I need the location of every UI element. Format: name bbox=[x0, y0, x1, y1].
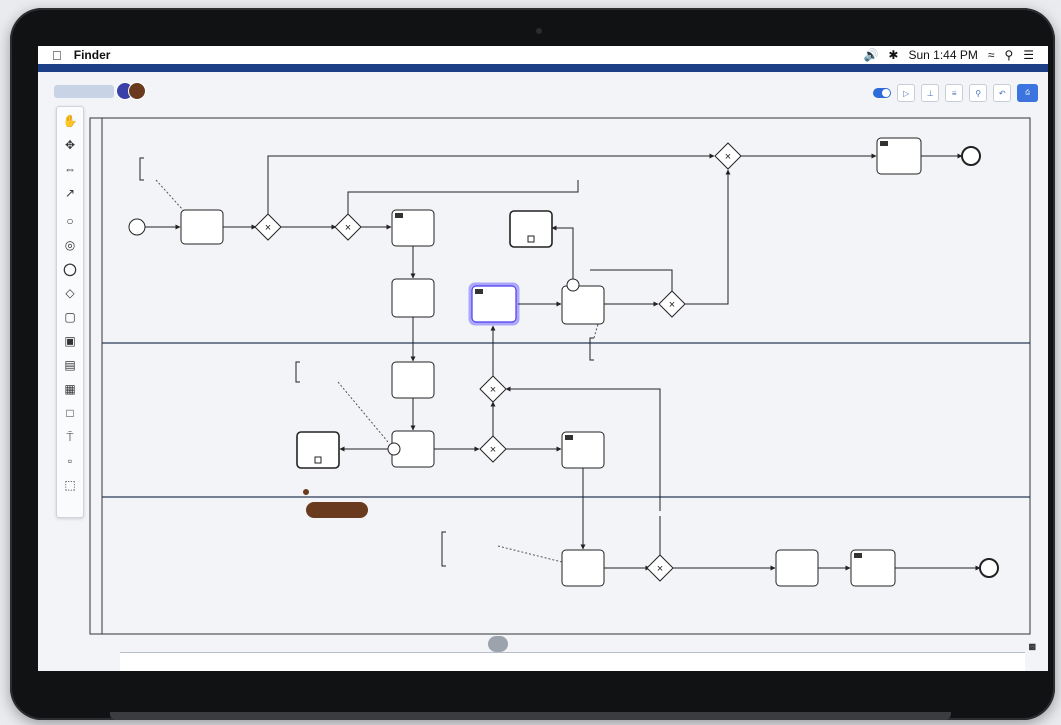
task-node[interactable] bbox=[391, 278, 435, 318]
save-button[interactable]: ⎙ bbox=[1017, 84, 1038, 102]
task-node[interactable] bbox=[561, 278, 605, 325]
selected-task[interactable] bbox=[468, 282, 520, 326]
task-node[interactable] bbox=[391, 361, 435, 399]
mode-toggle[interactable] bbox=[873, 88, 892, 98]
task-icon[interactable]: ▢ bbox=[64, 310, 76, 324]
hand-tool-icon[interactable]: ✋ bbox=[62, 114, 78, 128]
bluetooth-icon[interactable]: ✱ bbox=[888, 48, 899, 62]
exclusive-gateway[interactable]: × bbox=[646, 554, 674, 582]
screen:  Finder 🔊 ✱ Sun 1:44 PM ≈ ⚲ ☰ ▷ ⊥ ≡ ⚲ ↶… bbox=[38, 46, 1048, 671]
menu-bar-extras: 🔊 ✱ Sun 1:44 PM ≈ ⚲ ☰ bbox=[863, 48, 1034, 62]
end-event[interactable] bbox=[961, 146, 981, 166]
text-annotation[interactable] bbox=[295, 361, 389, 443]
space-tool-icon[interactable]: ⇔ bbox=[64, 162, 76, 176]
bpmn-logo[interactable]: ▩ bbox=[1028, 642, 1036, 651]
task-node[interactable] bbox=[296, 431, 340, 469]
exclusive-gateway[interactable]: × bbox=[254, 213, 282, 241]
exclusive-gateway[interactable]: × bbox=[658, 290, 686, 318]
group-icon[interactable]: □ bbox=[66, 406, 74, 420]
pool[interactable] bbox=[89, 117, 1031, 635]
task-node[interactable] bbox=[775, 549, 819, 587]
task-node[interactable] bbox=[387, 430, 435, 468]
align-icon[interactable]: ⊥ bbox=[921, 84, 940, 102]
task-node[interactable] bbox=[391, 209, 435, 247]
start-event[interactable] bbox=[128, 218, 146, 236]
gateway-icon[interactable]: ◇ bbox=[65, 286, 75, 300]
exclusive-gateway[interactable]: × bbox=[479, 435, 507, 463]
start-event-icon[interactable]: ○ bbox=[66, 214, 74, 228]
svg-text:×: × bbox=[657, 563, 663, 575]
participant-icon[interactable]: ⍑ bbox=[66, 429, 74, 444]
svg-text:×: × bbox=[490, 384, 496, 396]
zoom-icon[interactable]: ⚲ bbox=[969, 84, 988, 102]
task-node[interactable] bbox=[876, 137, 922, 175]
bpmn-canvas[interactable]: × × × bbox=[38, 46, 1048, 671]
play-icon[interactable]: ▷ bbox=[897, 84, 916, 102]
svg-text:×: × bbox=[345, 222, 351, 234]
svg-text:×: × bbox=[490, 444, 496, 456]
save-icon: ⎙ bbox=[1025, 89, 1030, 96]
text-annotation[interactable] bbox=[441, 531, 563, 567]
text-annotation[interactable] bbox=[589, 323, 599, 361]
intermediate-event-icon[interactable]: ◎ bbox=[64, 238, 76, 252]
end-event-icon[interactable]: ◯ bbox=[63, 262, 77, 276]
apple-icon[interactable]:  bbox=[52, 48, 62, 63]
editor-toolbar: ▷ ⊥ ≡ ⚲ ↶ ⎙ bbox=[38, 76, 1048, 106]
svg-text:×: × bbox=[669, 299, 675, 311]
data-store-icon[interactable]: ▦ bbox=[64, 382, 76, 396]
clock[interactable]: Sun 1:44 PM bbox=[908, 48, 978, 62]
diagram-chip[interactable] bbox=[54, 85, 114, 98]
subprocess-icon[interactable]: ▣ bbox=[64, 334, 76, 348]
data-object-icon[interactable]: ▤ bbox=[64, 358, 76, 372]
task-node[interactable] bbox=[850, 549, 896, 587]
exclusive-gateway[interactable]: × bbox=[479, 375, 507, 403]
task-node[interactable] bbox=[561, 549, 605, 587]
task-node[interactable] bbox=[180, 209, 224, 245]
exclusive-gateway[interactable]: × bbox=[714, 142, 742, 170]
toolbar-actions: ▷ ⊥ ≡ ⚲ ↶ ⎙ bbox=[873, 84, 1038, 102]
text-annotation[interactable] bbox=[139, 157, 184, 211]
wifi-icon[interactable]: ≈ bbox=[987, 48, 995, 62]
tool-palette: ✋ ✥ ⇔ ↗ ○ ◎ ◯ ◇ ▢ ▣ ▤ ▦ □ ⍑ ▫ ⬚ bbox=[56, 106, 84, 518]
task-node[interactable] bbox=[561, 431, 605, 469]
selection-icon[interactable]: ⬚ bbox=[64, 478, 76, 492]
avatar[interactable] bbox=[128, 82, 146, 100]
app-header-bar bbox=[38, 64, 1048, 72]
connect-tool-icon[interactable]: ↗ bbox=[64, 186, 76, 200]
comment-badge[interactable] bbox=[303, 489, 368, 518]
svg-text:×: × bbox=[265, 222, 271, 234]
svg-text:×: × bbox=[725, 151, 731, 163]
spotlight-search-icon[interactable]: ⚲ bbox=[1004, 48, 1014, 62]
exclusive-gateway[interactable]: × bbox=[334, 213, 362, 241]
frame-icon[interactable]: ▫ bbox=[67, 454, 73, 468]
end-event[interactable] bbox=[979, 558, 999, 578]
task-node[interactable] bbox=[509, 210, 553, 248]
camera-icon bbox=[536, 28, 542, 34]
menu-bar:  Finder 🔊 ✱ Sun 1:44 PM ≈ ⚲ ☰ bbox=[38, 46, 1048, 64]
app-name[interactable]: Finder bbox=[64, 48, 111, 62]
volume-icon[interactable]: 🔊 bbox=[863, 48, 879, 62]
lasso-tool-icon[interactable]: ✥ bbox=[64, 138, 76, 152]
properties-panel[interactable] bbox=[120, 652, 1025, 671]
undo-icon[interactable]: ↶ bbox=[993, 84, 1012, 102]
control-center-icon[interactable]: ☰ bbox=[1023, 48, 1034, 62]
laptop-base bbox=[110, 712, 951, 720]
validation-status-pill[interactable] bbox=[488, 636, 508, 652]
distribute-icon[interactable]: ≡ bbox=[945, 84, 964, 102]
